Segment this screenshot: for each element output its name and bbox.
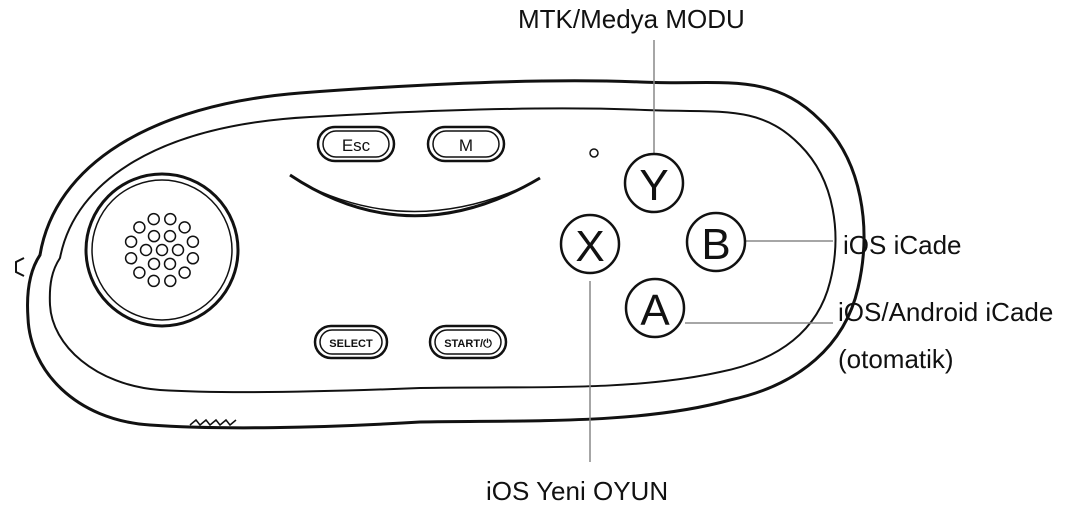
grip-dot xyxy=(147,274,160,288)
grip-dot xyxy=(133,266,146,279)
x-button[interactable]: X xyxy=(559,213,621,275)
b-button[interactable]: B xyxy=(685,211,747,273)
y-button-callout: MTK/Medya MODU xyxy=(518,4,745,34)
side-notch xyxy=(15,257,25,277)
center-arc-outer xyxy=(289,173,541,218)
grip-dot xyxy=(155,243,169,257)
y-button[interactable]: Y xyxy=(623,152,685,214)
grip-dot xyxy=(163,257,177,271)
grip-dot xyxy=(178,221,191,234)
grip-dot xyxy=(186,235,200,248)
grip-dot xyxy=(164,274,177,288)
grip-dot xyxy=(147,229,161,243)
joystick-grip-dots xyxy=(124,212,200,288)
grip-dot xyxy=(147,257,161,271)
x-button-callout: iOS Yeni OYUN xyxy=(486,476,669,506)
grip-dot xyxy=(171,243,185,257)
a-button-label: A xyxy=(640,286,670,335)
grip-dot xyxy=(133,221,146,234)
controller-body-outline xyxy=(26,79,866,430)
b-button-callout: iOS iCade xyxy=(843,230,962,260)
joystick-outer[interactable] xyxy=(84,172,240,328)
center-arc-inner xyxy=(299,181,531,213)
led-indicator xyxy=(589,148,599,158)
a-button-callout-line1: iOS/Android iCade xyxy=(838,297,1054,327)
grip-dot xyxy=(124,235,138,248)
select-button-label: SELECT xyxy=(329,338,373,350)
x-button-label: X xyxy=(575,222,604,271)
select-button[interactable]: SELECT xyxy=(313,324,389,360)
a-button[interactable]: A xyxy=(624,277,686,339)
grip-dot xyxy=(139,243,153,257)
grip-dot xyxy=(124,252,138,265)
joystick-inner xyxy=(91,179,233,321)
esc-button[interactable]: Esc xyxy=(316,125,396,163)
esc-button-label: Esc xyxy=(342,136,371,155)
start-button-label: START/⏻ xyxy=(444,337,492,350)
b-button-label: B xyxy=(701,220,730,269)
controller-face-outline xyxy=(48,107,837,394)
grip-dot xyxy=(147,212,160,226)
a-button-callout-line2: (otomatik) xyxy=(838,344,954,374)
bottom-ridge xyxy=(189,418,237,427)
y-button-label: Y xyxy=(639,161,668,210)
m-button-label: M xyxy=(459,136,473,155)
grip-dot xyxy=(178,266,191,279)
start-power-button[interactable]: START/⏻ xyxy=(428,324,508,360)
grip-dot xyxy=(163,229,177,243)
m-button[interactable]: M xyxy=(426,125,506,163)
grip-dot xyxy=(164,212,177,226)
grip-dot xyxy=(186,252,200,265)
